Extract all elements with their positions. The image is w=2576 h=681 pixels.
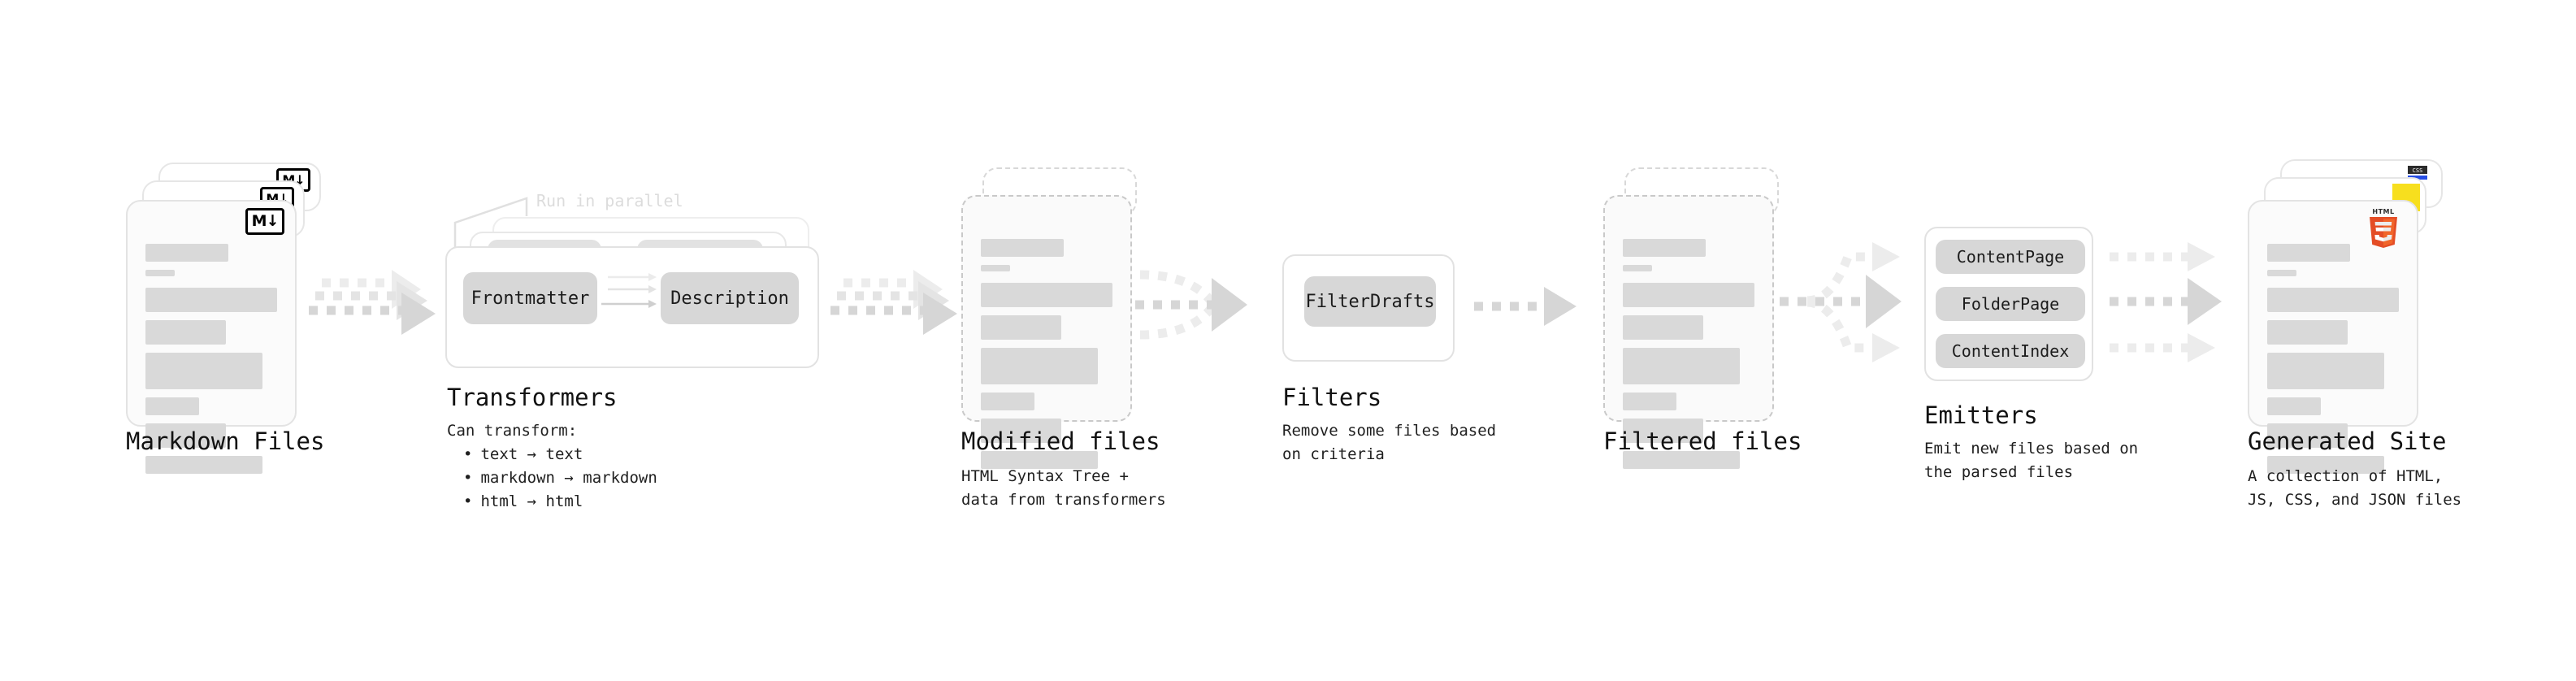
filtered-files-stack bbox=[1603, 167, 1806, 469]
content-bar bbox=[981, 393, 1035, 410]
transformers-bullets: Can transform: text → text markdown → ma… bbox=[447, 419, 657, 514]
content-bar bbox=[981, 315, 1061, 340]
content-bar bbox=[145, 244, 229, 262]
modified-files-title: Modified files bbox=[961, 427, 1160, 455]
markdown-files-title: Markdown Files bbox=[126, 427, 325, 455]
filtered-files-title: Filtered files bbox=[1603, 427, 1802, 455]
filters-title: Filters bbox=[1282, 384, 1382, 411]
svg-text:CSS: CSS bbox=[2413, 167, 2423, 174]
site-file-content bbox=[2267, 244, 2399, 482]
filtered-file-card-front bbox=[1603, 195, 1774, 469]
content-bar bbox=[2267, 353, 2385, 389]
content-bar bbox=[2267, 270, 2296, 276]
transformer-chip-frontmatter[interactable]: Frontmatter bbox=[463, 272, 597, 324]
content-bar bbox=[1623, 265, 1652, 271]
content-bar bbox=[981, 265, 1010, 271]
content-bar bbox=[145, 456, 263, 474]
markdown-file-card-front bbox=[126, 200, 297, 474]
bullet-item: html → html bbox=[463, 490, 657, 514]
filters-subtitle: Remove some files based on criteria bbox=[1282, 422, 1497, 463]
content-bar bbox=[2267, 397, 2322, 415]
content-bar bbox=[145, 353, 263, 389]
bullet-item: markdown → markdown bbox=[463, 466, 657, 490]
markdown-icon: M↓ bbox=[245, 208, 284, 235]
transformers-group: Run in parallel Frontmatter Description bbox=[445, 191, 819, 368]
connector-emitters-to-site bbox=[2106, 229, 2253, 375]
content-bar bbox=[1623, 315, 1703, 340]
html5-icon: HTML bbox=[2370, 208, 2397, 248]
content-bar bbox=[145, 423, 226, 448]
connector-transformers-to-modified bbox=[829, 268, 967, 349]
emitters-subtitle: Emit new files based on the parsed files bbox=[1924, 440, 2139, 481]
generated-site-title: Generated Site bbox=[2248, 427, 2447, 455]
content-bar bbox=[981, 419, 1061, 443]
run-in-parallel-label: Run in parallel bbox=[536, 191, 683, 210]
content-bar bbox=[145, 288, 277, 312]
content-bar bbox=[1623, 393, 1677, 410]
transformers-bullet-list: text → text markdown → markdown html → h… bbox=[447, 443, 657, 514]
content-bar bbox=[981, 239, 1065, 257]
generated-site-stack: CSS HTML bbox=[2248, 159, 2459, 474]
filtered-file-content bbox=[1623, 239, 1754, 477]
markdown-files-stack: M↓ M↓ M↓ bbox=[126, 163, 329, 474]
content-bar bbox=[2267, 320, 2348, 345]
filter-chip-filterdrafts[interactable]: FilterDrafts bbox=[1304, 276, 1436, 327]
connector-markdown-to-transformers bbox=[307, 268, 445, 349]
content-bar bbox=[145, 270, 175, 276]
content-bar bbox=[2267, 456, 2385, 474]
modified-files-stack bbox=[961, 167, 1164, 469]
content-bar bbox=[1623, 239, 1706, 257]
content-bar bbox=[1623, 419, 1703, 443]
content-bar bbox=[2267, 423, 2348, 448]
emitters-title: Emitters bbox=[1924, 401, 2038, 429]
emitter-chip-contentindex[interactable]: ContentIndex bbox=[1936, 334, 2085, 368]
transformers-title: Transformers bbox=[447, 384, 618, 411]
transformer-chip-description[interactable]: Description bbox=[661, 272, 799, 324]
content-bar bbox=[1623, 451, 1741, 469]
content-bar bbox=[2267, 288, 2399, 312]
modified-file-content bbox=[981, 239, 1112, 477]
content-bar bbox=[145, 320, 226, 345]
connector-filtered-to-emitters bbox=[1773, 229, 1919, 375]
run-in-parallel-bracket bbox=[453, 197, 528, 247]
content-bar bbox=[981, 283, 1112, 307]
svg-text:HTML: HTML bbox=[2372, 208, 2394, 215]
transformer-inner-arrows bbox=[601, 273, 657, 308]
transformers-subtitle: Can transform: bbox=[447, 422, 578, 440]
content-bar bbox=[981, 451, 1099, 469]
emitters-group: ContentPage FolderPage ContentIndex bbox=[1924, 227, 2093, 381]
emitter-chip-contentpage[interactable]: ContentPage bbox=[1936, 240, 2085, 274]
modified-files-subtitle: HTML Syntax Tree + data from transformer… bbox=[961, 467, 1166, 509]
modified-file-card-front bbox=[961, 195, 1132, 469]
filters-group: FilterDrafts bbox=[1282, 254, 1455, 362]
connector-filters-to-filtered bbox=[1472, 286, 1594, 343]
bullet-item: text → text bbox=[463, 443, 657, 466]
emitter-chip-folderpage[interactable]: FolderPage bbox=[1936, 287, 2085, 321]
content-bar bbox=[1623, 348, 1741, 384]
generated-site-subtitle: A collection of HTML, JS, CSS, and JSON … bbox=[2248, 467, 2462, 509]
content-bar bbox=[145, 397, 200, 415]
content-bar bbox=[2267, 244, 2351, 262]
markdown-file-content bbox=[145, 244, 277, 482]
content-bar bbox=[1623, 283, 1754, 307]
content-bar bbox=[981, 348, 1099, 384]
connector-modified-to-filters bbox=[1134, 258, 1276, 364]
